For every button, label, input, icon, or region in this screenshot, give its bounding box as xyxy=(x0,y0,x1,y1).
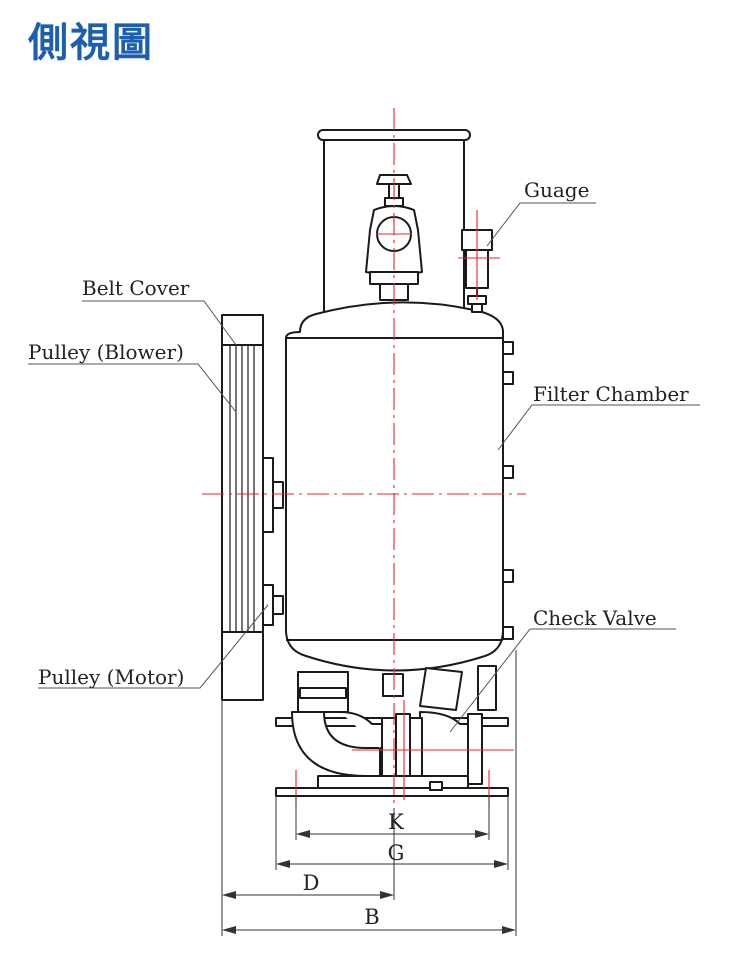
dimension-b xyxy=(222,926,516,934)
label-pulley-blower: Pulley (Blower) xyxy=(28,340,184,364)
lower-piping xyxy=(275,665,509,797)
dimension-label-d: D xyxy=(303,871,320,895)
dimension-label-b: B xyxy=(364,905,379,929)
leader-lines xyxy=(28,202,700,733)
dimension-label-k: K xyxy=(388,810,404,834)
motor-pulley-hub xyxy=(262,584,284,626)
label-filter-chamber: Filter Chamber xyxy=(533,382,689,406)
dimension-label-g: G xyxy=(388,841,405,865)
dimension-d xyxy=(222,891,394,899)
label-gauge: Guage xyxy=(524,178,589,202)
chamber-side-bolts xyxy=(502,341,514,640)
belt xyxy=(229,345,255,632)
dimension-g xyxy=(276,860,508,868)
extension-lines xyxy=(221,650,517,936)
label-check-valve: Check Valve xyxy=(533,606,657,630)
blower-pulley-hub xyxy=(262,457,284,533)
label-belt-cover: Belt Cover xyxy=(82,276,190,300)
label-pulley-motor: Pulley (Motor) xyxy=(38,665,184,689)
page-title: 側視圖 xyxy=(28,20,154,66)
dimension-k xyxy=(296,830,489,838)
